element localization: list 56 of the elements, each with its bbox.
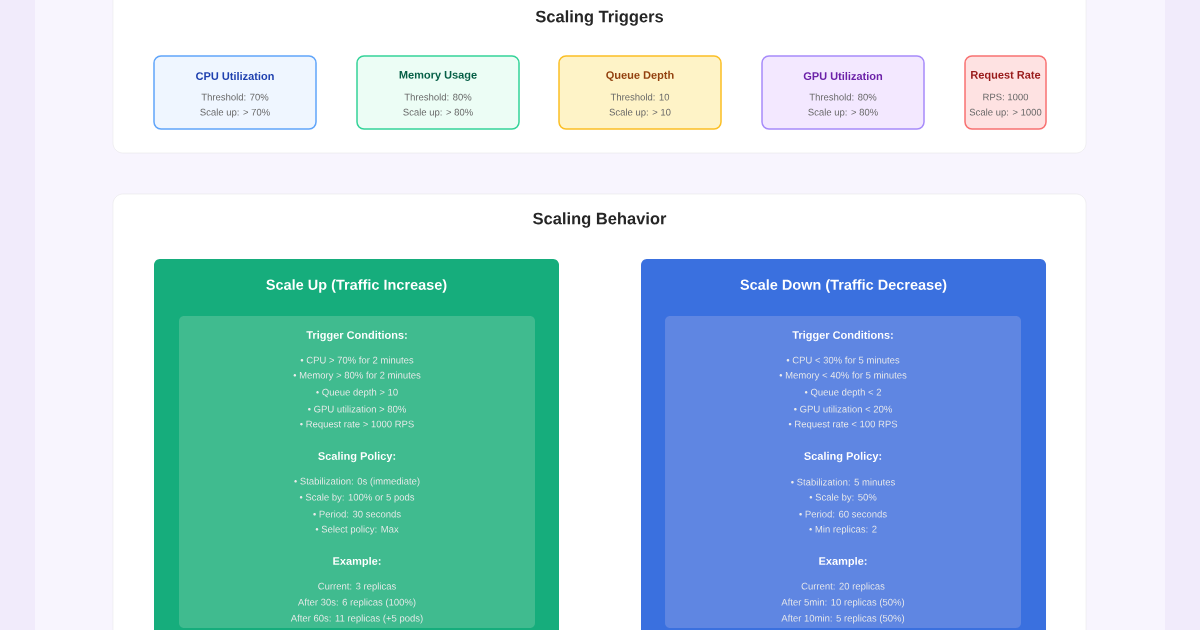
list-item: • CPU > 70% for 2 minutes — [300, 356, 414, 364]
card-text: Scale up: > 70% — [200, 108, 270, 118]
trigger-card — [761, 55, 925, 130]
list-item: After 30s: 6 replicas (100%) — [297, 598, 416, 608]
card-title: Memory Usage — [399, 71, 477, 81]
details-panel — [665, 316, 1021, 628]
card-title: Scale Up (Traffic Increase) — [266, 279, 447, 293]
list-item: • Stabilization: 5 minutes — [791, 478, 895, 486]
list-item: • Memory > 80% for 2 minutes — [293, 371, 421, 381]
card-text: Threshold: 70% — [201, 93, 269, 101]
card-text: Scale up: > 1000 — [969, 108, 1042, 118]
card-text: Scale up: > 80% — [403, 108, 473, 118]
list-item: • CPU < 30% for 5 minutes — [786, 356, 900, 364]
section-heading: Trigger Conditions: — [792, 330, 893, 342]
list-item: • Select policy: Max — [315, 525, 399, 535]
list-item: • GPU utilization > 80% — [308, 405, 406, 413]
list-item: • GPU utilization < 20% — [794, 405, 892, 413]
trigger-card — [153, 55, 317, 130]
list-item: • Stabilization: 0s (immediate) — [294, 477, 420, 487]
list-item: After 10min: 5 replicas (50%) — [781, 614, 905, 624]
card-text: RPS: 1000 — [983, 93, 1029, 101]
list-item: • Scale by: 50% — [809, 493, 877, 503]
section-heading: Example: — [819, 556, 867, 568]
list-item: • Request rate > 1000 RPS — [300, 420, 414, 430]
list-item: • Min replicas: 2 — [809, 525, 877, 535]
list-item: • Request rate < 100 RPS — [788, 420, 898, 430]
section-title: Scaling Behavior — [533, 212, 667, 228]
trigger-card — [558, 55, 722, 130]
section-heading: Example: — [333, 556, 381, 568]
card-title: GPU Utilization — [803, 71, 883, 81]
details-panel — [179, 316, 535, 628]
list-item: After 5min: 10 replicas (50%) — [781, 598, 905, 608]
list-item: • Memory < 40% for 5 minutes — [779, 371, 907, 381]
list-item: • Scale by: 100% or 5 pods — [299, 493, 415, 503]
section-heading: Scaling Policy: — [318, 451, 396, 463]
list-item: • Period: 30 seconds — [313, 510, 401, 518]
section-title: Scaling Triggers — [535, 10, 664, 26]
card-text: Threshold: 80% — [809, 93, 877, 101]
list-item: After 60s: 11 replicas (+5 pods) — [290, 614, 423, 624]
trigger-card — [356, 55, 520, 130]
section-heading: Trigger Conditions: — [306, 330, 407, 342]
list-item: Current: 20 replicas — [801, 582, 885, 592]
list-item: • Queue depth < 2 — [804, 388, 882, 398]
section-heading: Scaling Policy: — [804, 451, 882, 463]
list-item: Current: 3 replicas — [318, 582, 396, 592]
card-text: Threshold: 80% — [404, 93, 472, 101]
trigger-card — [964, 55, 1047, 130]
card-text: Scale up: > 10 — [609, 108, 671, 118]
card-text: Threshold: 10 — [610, 93, 670, 101]
card-title: Queue Depth — [606, 70, 674, 82]
card-text: Scale up: > 80% — [808, 108, 878, 118]
card-title: Scale Down (Traffic Decrease) — [740, 279, 947, 293]
list-item: • Period: 60 seconds — [799, 510, 887, 518]
list-item: • Queue depth > 10 — [316, 388, 398, 398]
card-title: CPU Utilization — [196, 71, 274, 81]
card-title: Request Rate — [971, 71, 1041, 81]
